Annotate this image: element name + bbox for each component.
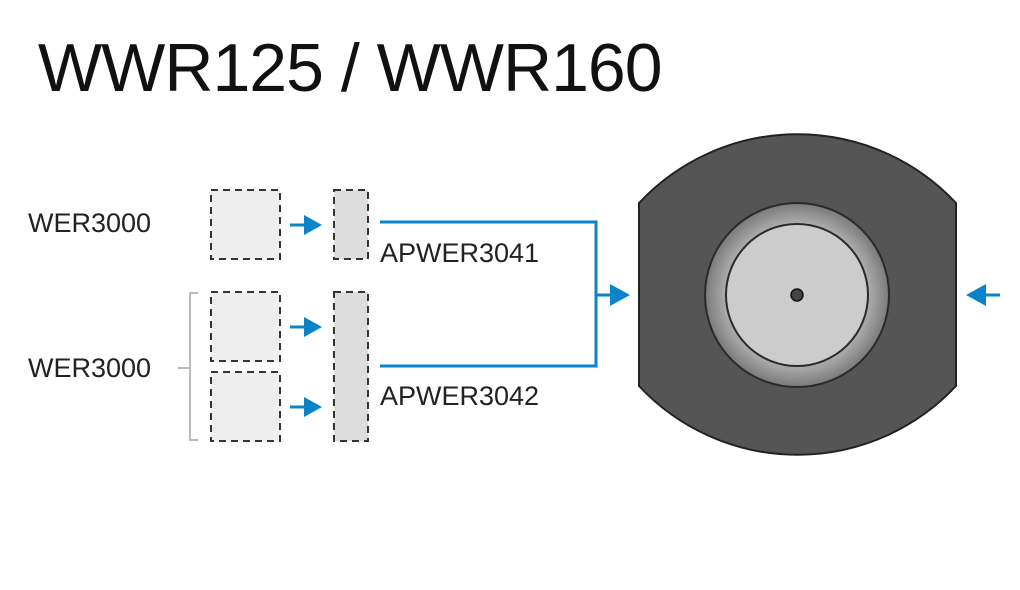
right-arrow-icon: [290, 397, 322, 417]
apwer3042-adapter: [333, 291, 369, 442]
left-arrow-icon: [966, 284, 1000, 306]
wer3000-double-label: WER3000: [28, 353, 151, 383]
wer3000-module-bottom: [210, 371, 281, 442]
hub-center-dot: [790, 288, 804, 302]
wer3000-module-top: [210, 189, 281, 260]
right-arrow-icon: [596, 284, 630, 306]
apwer3042-label: APWER3042: [380, 381, 539, 411]
right-arrow-icon: [290, 215, 322, 235]
right-arrow-icon: [290, 317, 322, 337]
wer3000-single-label: WER3000: [28, 208, 151, 238]
apwer3041-label: APWER3041: [380, 238, 539, 268]
group-bracket: [178, 292, 198, 441]
page-title: WWR125 / WWR160: [38, 30, 663, 106]
apwer3041-adapter: [333, 189, 369, 260]
wer3000-module-mid: [210, 291, 281, 362]
